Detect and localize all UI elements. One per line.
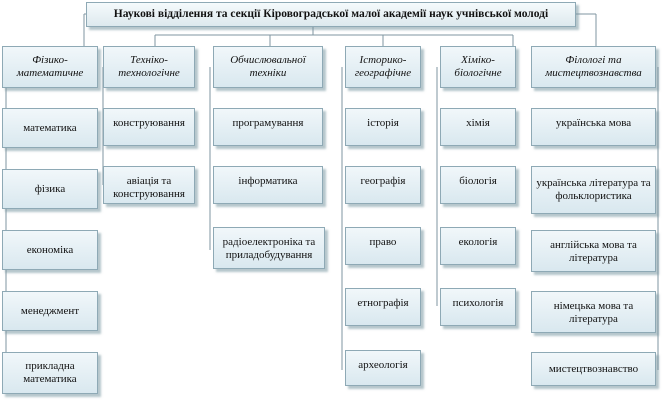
section-box: конструювання	[103, 108, 195, 146]
department-label: Історико-географічне	[354, 54, 412, 79]
section-box: мистецтвознавство	[531, 352, 656, 386]
section-box: психологія	[440, 288, 516, 326]
section-label: українська література та фольклористика	[536, 177, 651, 202]
department-label: Хіміко-біологічне	[454, 54, 502, 79]
section-box: право	[345, 227, 421, 265]
department-physics-math: Фізико-математичне	[2, 46, 98, 88]
section-label: конструювання	[113, 117, 185, 129]
section-label: німецька мова та література	[553, 300, 634, 325]
section-box: менеджмент	[2, 291, 98, 331]
department-label: Обчислювальної техніки	[230, 54, 306, 79]
section-label: програмування	[232, 117, 304, 129]
department-label: Фізико-математичне	[16, 54, 84, 79]
section-box: математика	[2, 108, 98, 148]
section-box: етнографія	[345, 288, 421, 326]
section-label: психологія	[452, 297, 504, 309]
section-label: інформатика	[238, 175, 298, 187]
section-label: екологія	[458, 236, 498, 248]
section-label: хімія	[466, 117, 490, 129]
section-box: економіка	[2, 230, 98, 270]
section-label: етнографія	[357, 297, 409, 309]
section-box: екологія	[440, 227, 516, 265]
section-box: інформатика	[213, 166, 323, 204]
section-box: програмування	[213, 108, 323, 146]
section-box: радіоелектроніка та приладобудування	[213, 227, 325, 269]
department-label: Філологі та мистецтвознавства	[545, 54, 642, 79]
section-box: німецька мова та література	[531, 291, 656, 333]
section-box: українська мова	[531, 108, 656, 146]
diagram-title: Наукові відділення та секції Кіровоградс…	[86, 2, 576, 27]
section-box: історія	[345, 108, 421, 146]
section-box: географія	[345, 166, 421, 204]
section-box: українська література та фольклористика	[531, 166, 656, 214]
department-label: Техніко-технологічне	[118, 54, 180, 79]
section-label: авіація та конструювання	[113, 175, 185, 200]
department-philology-arts: Філологі та мистецтвознавства	[531, 46, 656, 88]
section-box: англійська мова та література	[531, 230, 656, 272]
section-box: археологія	[345, 350, 421, 386]
section-box: авіація та конструювання	[103, 166, 195, 204]
section-label: фізика	[34, 182, 66, 195]
department-chem-bio: Хіміко-біологічне	[440, 46, 516, 88]
section-label: математика	[23, 121, 77, 134]
section-label: економіка	[26, 243, 74, 256]
section-label: англійська мова та література	[550, 239, 637, 264]
section-label: географія	[360, 175, 406, 187]
section-label: радіоелектроніка та приладобудування	[222, 236, 316, 261]
section-box: прикладна математика	[2, 352, 98, 394]
department-tech: Техніко-технологічне	[103, 46, 195, 88]
section-label: менеджмент	[20, 304, 80, 317]
section-label: археологія	[358, 359, 408, 371]
section-label: біологія	[459, 175, 497, 187]
department-computing: Обчислювальної техніки	[213, 46, 323, 88]
diagram-title-text: Наукові відділення та секції Кіровоградс…	[113, 8, 549, 20]
section-label: право	[369, 236, 397, 248]
section-label: мистецтвознавство	[548, 362, 639, 375]
department-history-geo: Історико-географічне	[345, 46, 421, 88]
section-box: фізика	[2, 169, 98, 209]
section-label: прикладна математика	[23, 360, 77, 385]
section-label: історія	[367, 117, 399, 129]
section-box: хімія	[440, 108, 516, 146]
section-box: біологія	[440, 166, 516, 204]
section-label: українська мова	[555, 117, 632, 129]
